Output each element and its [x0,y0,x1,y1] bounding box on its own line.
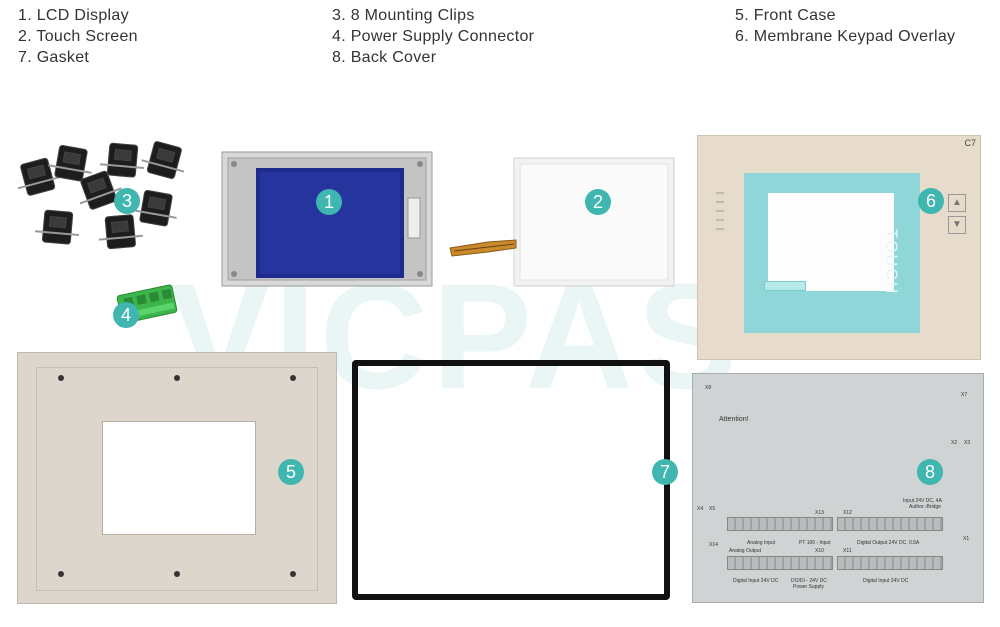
legend-item: 6. Membrane Keypad Overlay [735,28,956,45]
clip [17,157,61,196]
badge-6: 6 [918,188,944,214]
badge-3: 3 [114,188,140,214]
label-x13: X13 [815,510,824,516]
overlay-touch-text: TOUCH [882,228,900,296]
clip [48,144,92,182]
badge-2: 2 [585,189,611,215]
label-digital-input-2: Digital Input 24V DC [863,578,909,584]
label-x11: X11 [843,548,852,554]
gasket-image [352,360,670,600]
label-input-24v: Input 24V DC, 4A [903,498,942,504]
clip [141,141,185,179]
touch-screen-image [449,157,675,287]
legend-item: 5. Front Case [735,7,836,24]
clip [79,170,122,210]
label-x5: X5 [709,506,716,512]
legend-item: 4. Power Supply Connector [332,28,535,45]
label-author-bridge: Author.-Bridge [909,504,941,510]
legend-item: 2. Touch Screen [18,28,138,45]
label-analog-output: Analog Output [729,548,761,554]
legend-item: 3. 8 Mounting Clips [332,7,475,24]
label-digital-input: Digital Input 24V DC [733,578,779,584]
badge-1: 1 [316,189,342,215]
clip [133,189,177,227]
overlay-window: TOUCH [744,173,920,333]
front-case-window [102,421,256,535]
label-x7: X7 [961,392,968,398]
label-digital-output: Digital Output 24V DC, 0.5A [857,540,920,546]
label-analog-input: Analog Input [747,540,776,546]
clip [100,142,145,178]
overlay-model-label: C7 [964,138,976,148]
lcd-display-image [221,151,433,287]
label-pt100: PT 100 - Input [799,540,831,546]
clip [98,214,143,250]
label-do-di: DO/DI - 24V DC [791,578,827,584]
legend-column-2: 3. 8 Mounting Clips 4. Power Supply Conn… [332,5,534,68]
label-attention: Attention! [719,416,749,423]
membrane-keypad-overlay-image: C7 TOUCH ▲ ▼ [697,135,981,360]
overlay-up-key: ▲ [948,194,966,212]
badge-7: 7 [652,459,678,485]
badge-8: 8 [917,459,943,485]
clip [35,209,80,245]
label-x2: X2 [951,440,958,446]
label-x14: X14 [709,542,718,548]
back-cover-image: X8 Attention! X7 X2 X3 Input 24V DC, 4A … [692,373,984,603]
label-x8: X8 [705,385,712,391]
legend-column-1: 1. LCD Display 2. Touch Screen 7. Gasket [18,5,138,68]
badge-4: 4 [113,302,139,328]
legend-item: 8. Back Cover [332,49,437,66]
label-x1: X1 [963,536,970,542]
label-x12: X12 [843,510,852,516]
legend-column-3: 5. Front Case 6. Membrane Keypad Overlay [735,5,955,47]
label-power-supply: Power Supply [793,584,824,590]
mounting-clips-image [17,141,185,250]
label-x10: X10 [815,548,824,554]
label-x3: X3 [964,440,971,446]
legend-item: 7. Gasket [18,49,90,66]
badge-5: 5 [278,459,304,485]
legend-item: 1. LCD Display [18,7,129,24]
overlay-down-key: ▼ [948,216,966,234]
label-x4: X4 [697,506,704,512]
